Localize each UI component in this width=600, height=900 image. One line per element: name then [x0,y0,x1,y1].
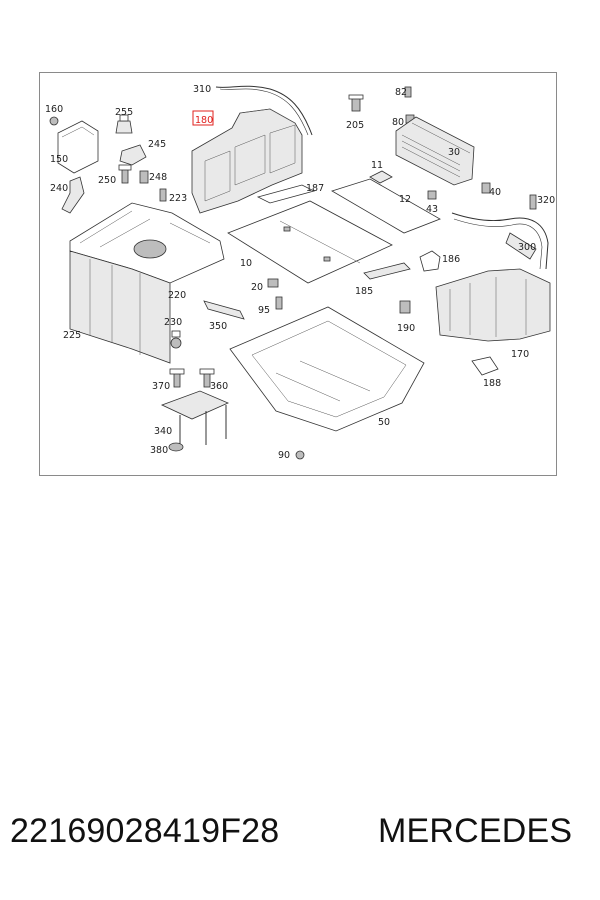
callout-40: 40 [489,187,501,198]
part-205-bolt [348,94,364,112]
part-150-bracket [57,120,99,174]
part-20-clip [267,278,279,288]
callout-187: 187 [306,183,324,194]
callout-185: 185 [355,286,373,297]
callout-30: 30 [448,147,460,158]
part-40-clip [481,182,491,194]
part-185-bracket [363,262,411,280]
part-11-handle [369,170,393,184]
part-90-plug [295,450,305,460]
highlight-box-180 [192,110,214,126]
callout-380: 380 [150,445,168,456]
callout-310: 310 [193,84,211,95]
part-220-floor-cover [69,202,225,284]
callout-350: 350 [209,321,227,332]
part-320-screw [529,194,537,210]
exploded-parts-diagram: 310 180 160 150 255 245 250 248 223 240 … [45,84,555,461]
callout-223: 223 [169,193,187,204]
part-number: 22169028419F28 [10,812,280,850]
callout-225: 225 [63,330,81,341]
part-12-cover [331,178,441,234]
part-43-clip [427,190,437,200]
callout-95: 95 [258,305,270,316]
part-255-clip [115,114,133,134]
callout-370: 370 [152,381,170,392]
callout-10: 10 [240,258,252,269]
part-10-floor-board [227,200,393,284]
part-170-side-liner-right [435,268,551,342]
callout-12: 12 [399,194,411,205]
part-248-nut [139,170,149,184]
callout-245: 245 [148,139,166,150]
part-380-grommet [168,442,184,452]
parts-diagram-frame: 310 180 160 150 255 245 250 248 223 240 … [39,72,557,476]
part-187-panel [256,184,316,204]
callout-190: 190 [397,323,415,334]
callout-150: 150 [50,154,68,165]
part-188-bracket [471,356,499,376]
callout-11: 11 [371,160,383,171]
footer-caption: 22169028419F28 MERCEDES [0,812,600,856]
part-360-screw [199,368,215,388]
callout-300: 300 [518,242,536,253]
brand-name: MERCEDES [378,812,573,850]
part-230-nut [170,330,182,349]
part-370-screw [169,368,185,388]
callout-180: 180 [195,115,213,126]
callout-170: 170 [511,349,529,360]
callout-80: 80 [392,117,404,128]
callout-230: 230 [164,317,182,328]
part-350-rail [203,300,245,320]
callout-50: 50 [378,417,390,428]
part-225-side-liner [69,250,171,364]
part-340-mount-plate [160,390,229,449]
part-223-screw [159,188,167,202]
part-180-side-trim [191,108,303,214]
callout-250: 250 [98,175,116,186]
callout-160: 160 [45,104,63,115]
callout-340: 340 [154,426,172,437]
callout-43: 43 [426,204,438,215]
part-186-grommet [419,250,441,272]
part-160-clip [49,116,59,126]
callout-248: 248 [149,172,167,183]
part-190-clip [399,300,411,314]
callout-186: 186 [442,254,460,265]
part-300-cable-harness [451,212,549,270]
callout-220: 220 [168,290,186,301]
callout-20: 20 [251,282,263,293]
callout-82: 82 [395,87,407,98]
part-310-cable [215,85,313,136]
callout-255: 255 [115,107,133,118]
part-50-spare-wheel-well [229,306,425,432]
part-250-bolt [118,164,132,184]
callout-labels: 310 180 160 150 255 245 250 248 223 240 … [45,84,555,461]
part-245-bracket [119,144,147,166]
callout-320: 320 [537,195,555,206]
part-95-screw [275,296,283,310]
part-82-screw [404,86,412,98]
part-240-strap [61,176,85,214]
callout-188: 188 [483,378,501,389]
callout-360: 360 [210,381,228,392]
callout-205: 205 [346,120,364,131]
callout-90: 90 [278,450,290,461]
callout-240: 240 [50,183,68,194]
part-30-vent-grille [395,116,475,186]
